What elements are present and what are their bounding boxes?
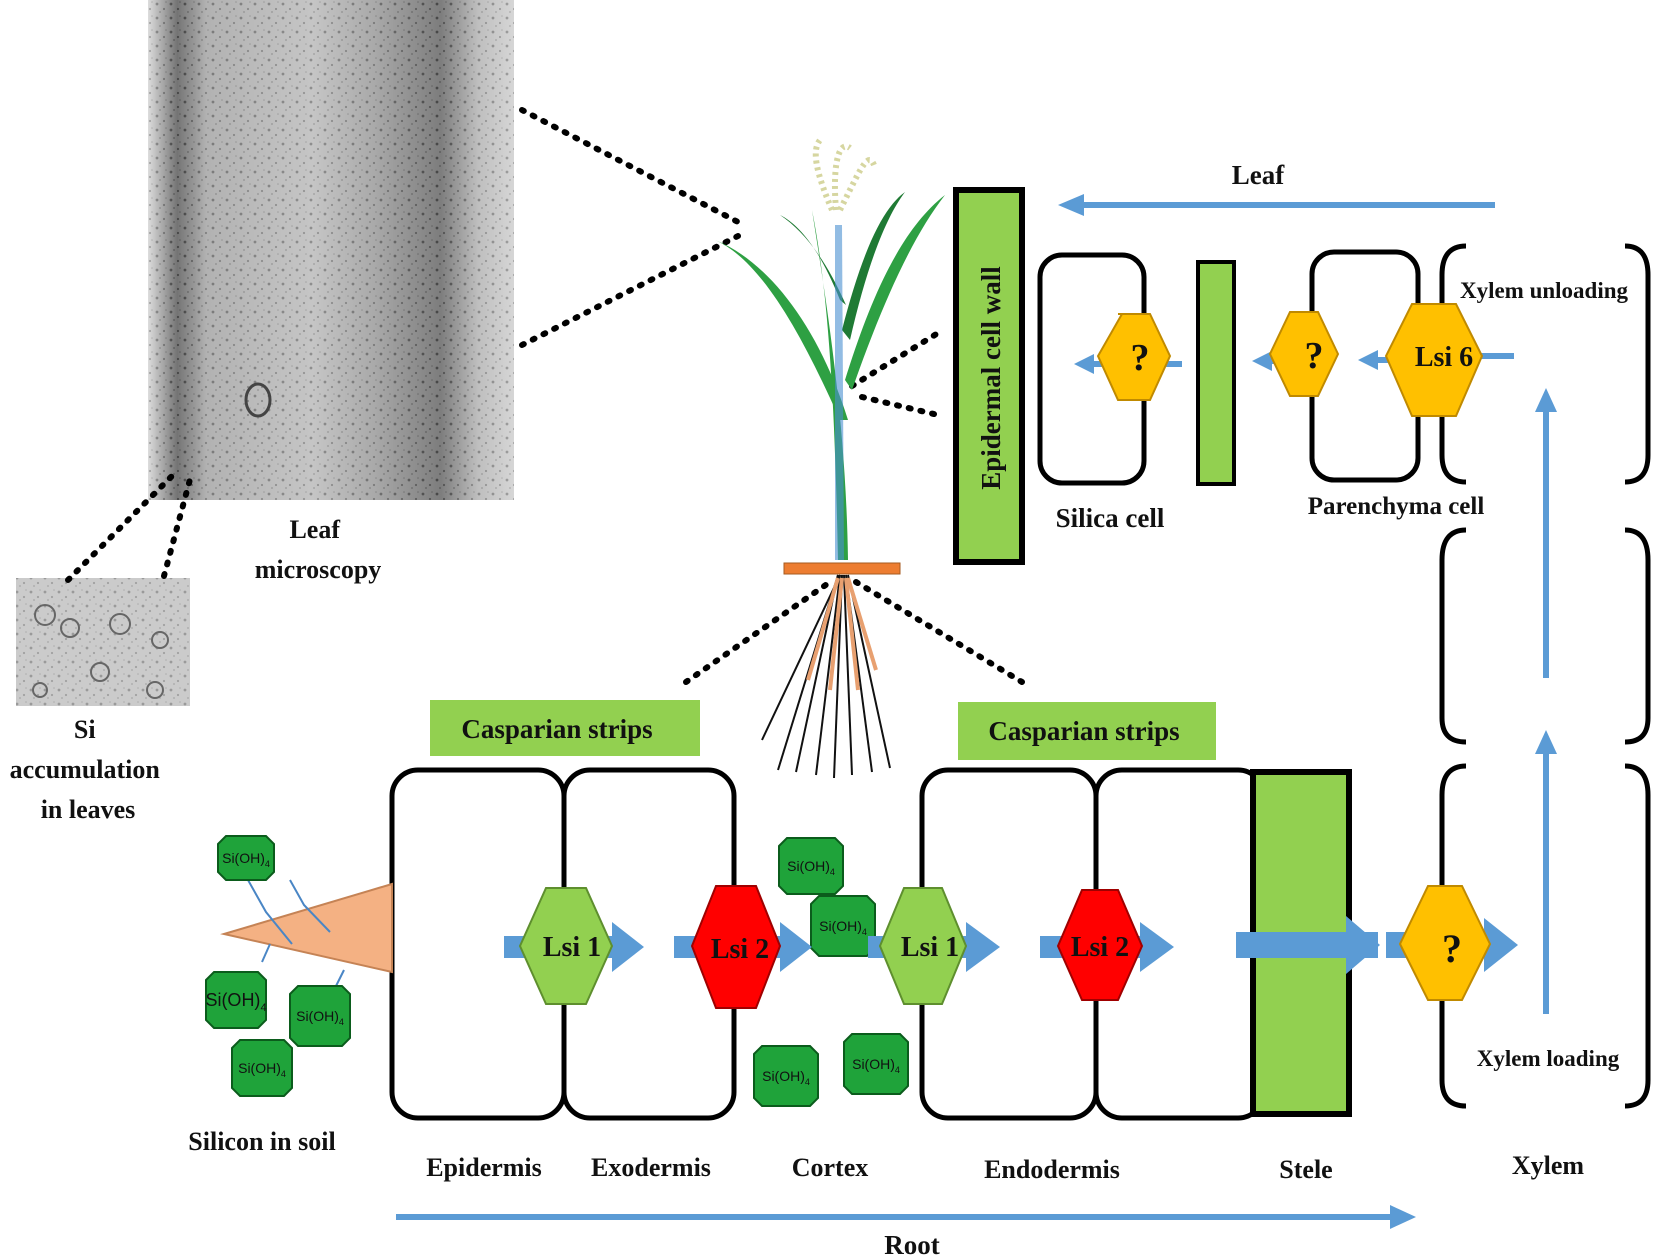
si-oh4-molecule: Si(OH)4 [778,837,844,895]
tissue-label-endodermis: Endodermis [984,1155,1120,1184]
leaf-label: Leaf [1232,160,1285,190]
silica-wall [1196,260,1236,486]
svg-text:Lsi 1: Lsi 1 [543,932,601,963]
leaf-microscopy-image [148,0,514,500]
svg-text:Lsi 2: Lsi 2 [1071,932,1129,963]
svg-text:Si(OH)4: Si(OH)4 [787,858,835,877]
rice-plant-illustration [715,138,945,779]
si-accumulation-image [16,578,190,706]
parenchyma-cell-label: Parenchyma cell [1308,493,1485,520]
casparian-strips-left [430,700,700,756]
svg-text:Si(OH)4: Si(OH)4 [222,850,270,869]
root-label: Root [884,1230,940,1256]
svg-text:Si(OH)4: Si(OH)4 [238,1060,286,1079]
xylem-unknown-transporter: ? [1398,885,1492,1001]
tissue-label-cortex: Cortex [792,1153,869,1182]
svg-text:?: ? [1305,335,1324,377]
casparian-strips-left-label: Casparian strips [461,714,652,744]
si-oh4-molecule: Si(OH)4 [753,1045,819,1107]
leaf-direction-arrow [1058,194,1495,216]
casparian-strips-right [958,702,1216,760]
svg-text:Si(OH)4: Si(OH)4 [296,1008,344,1027]
si-oh4-molecule: Si(OH)4 [231,1039,293,1097]
tissue-label-stele: Stele [1279,1155,1332,1184]
si-oh4-molecule: Si(OH)4 [217,835,275,881]
svg-text:?: ? [1442,926,1462,971]
tissue-label-epidermis: Epidermis [426,1153,542,1182]
si-accumulation-label: Si accumulation in leaves [10,715,167,824]
xylem-upward-arrows [1535,388,1557,1014]
svg-text:Lsi 1: Lsi 1 [901,932,959,963]
si-oh4-molecule: Si(OH)4 [205,971,267,1029]
si-oh4-molecule: Si(OH)4 [810,895,876,957]
silica-cell-label: Silica cell [1056,503,1165,533]
silicon-in-soil-label: Silicon in soil [188,1127,335,1156]
svg-text:?: ? [1131,337,1150,379]
epidermal-cell-wall: Epidermal cell wall [953,187,1025,565]
si-oh4-molecule: Si(OH)4 [843,1033,909,1095]
xylem-loading-label: Xylem loading [1477,1046,1620,1071]
tissue-label-exodermis: Exodermis [591,1153,711,1182]
si-oh4-molecule: Si(OH)4 [289,985,351,1047]
lsi6-transporter: Lsi 6 [1384,303,1484,417]
tissue-label-xylem: Xylem [1512,1151,1585,1180]
casparian-strips-right-label: Casparian strips [988,716,1179,746]
lsi2-transporter-exodermis: Lsi 2 [690,885,782,1009]
root-tip [220,882,393,974]
connector-lines [65,107,1025,685]
lsi1-transporter-endodermis: Lsi 1 [878,887,968,1005]
root-direction-arrow [396,1205,1416,1229]
lsi1-transporter-exodermis: Lsi 1 [518,887,614,1005]
epidermal-cell-wall-label: Epidermal cell wall [976,266,1006,490]
lsi2-transporter-endodermis: Lsi 2 [1056,889,1144,1001]
parenchyma-unknown-transporter: ? [1268,311,1340,397]
silica-unknown-transporter: ? [1096,313,1172,401]
leaf-microscopy-label: Leaf microscopy [255,515,382,584]
svg-text:Si(OH)4: Si(OH)4 [205,990,266,1014]
svg-text:Si(OH)4: Si(OH)4 [819,918,867,937]
svg-text:Lsi 6: Lsi 6 [1415,342,1473,373]
si-oh4-molecules: Si(OH)4 Si(OH)4 Si(OH)4 Si(OH)4 Si(OH)4 … [205,835,909,1107]
xylem-unloading-label: Xylem unloading [1460,278,1629,303]
svg-text:Si(OH)4: Si(OH)4 [852,1056,900,1075]
svg-text:Si(OH)4: Si(OH)4 [762,1068,810,1087]
svg-text:Lsi 2: Lsi 2 [711,934,769,965]
